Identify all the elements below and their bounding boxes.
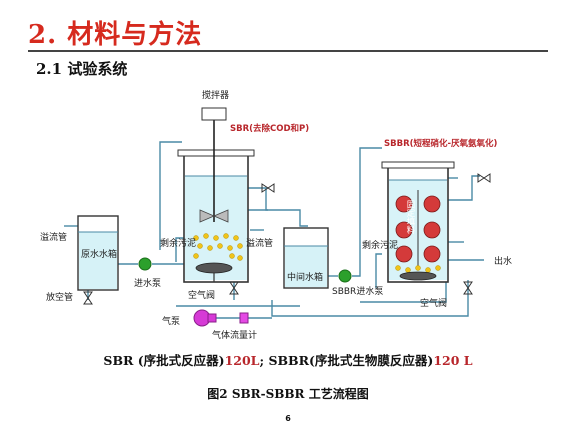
air-pump-label: 气泵 (162, 315, 180, 327)
pipes (64, 141, 484, 319)
section-subtitle: 2.1 试验系统 (36, 60, 128, 78)
drain-left-label: 放空管 (46, 291, 73, 303)
intermediate-tank (283, 227, 329, 289)
reactor-volume-caption: SBR (序批式反应器)120L; SBBR(序批式生物膜反应器)120 L (0, 350, 576, 369)
sbbr-name: SBBR(序批式生物膜反应器) (268, 353, 434, 368)
mid-tank-label: 中间水箱 (287, 271, 323, 283)
sbbr-side-valve-icon (463, 173, 491, 295)
sbbr-feed-pump-label: SBBR进水泵 (332, 285, 383, 297)
flowmeter-label: 气体流量计 (212, 329, 257, 341)
sbbr-volume: 120 L (433, 353, 473, 368)
raw-tank-label: 原水水箱 (81, 248, 117, 260)
air-pump-icon (193, 309, 217, 327)
aerator-disc (195, 262, 233, 274)
sludge-left-label: 剩余污泥 (160, 237, 196, 249)
caption-separator: ; (259, 353, 269, 368)
flowmeter-icon (239, 312, 249, 324)
sbr-label: SBR(去除COD和P) (230, 123, 309, 134)
raw-water-tank (77, 215, 119, 291)
title-divider (28, 50, 548, 52)
sbr-reactor (177, 107, 255, 283)
sbbr-reactor (381, 161, 455, 283)
section-title: 2. 材料与方法 (28, 20, 203, 50)
outlet-label: 出水 (494, 255, 512, 267)
air-valve-left-label: 空气阀 (188, 289, 215, 301)
drain-valve-icon (83, 291, 93, 305)
sbr-volume: 120L (224, 353, 260, 368)
air-valve-right-label: 空气阀 (420, 297, 447, 309)
sbbr-feed-pump-icon (338, 269, 352, 283)
overflow-mid-label: 溢流管 (246, 237, 273, 249)
impeller-icon (199, 209, 216, 223)
sludge-right-label: 剩余污泥 (362, 239, 398, 251)
sbr-name: SBR (序批式反应器) (103, 353, 225, 368)
sludge-particles (193, 233, 243, 261)
sbr-side-valve-icon (229, 183, 275, 295)
feed-pump-icon (138, 257, 152, 271)
sbbr-label: SBBR(短程硝化-厌氧氨氧化) (384, 138, 498, 149)
overflow-left-label: 溢流管 (40, 231, 67, 243)
page-number: 6 (285, 414, 291, 423)
figure-caption: 图2 SBR-SBBR 工艺流程图 (207, 387, 369, 401)
stirrer-label: 搅拌器 (202, 89, 229, 101)
feed-pump-label: 进水泵 (134, 277, 161, 289)
fixed-packing-label: 固定填料 (405, 200, 415, 235)
fixed-media (395, 195, 441, 263)
